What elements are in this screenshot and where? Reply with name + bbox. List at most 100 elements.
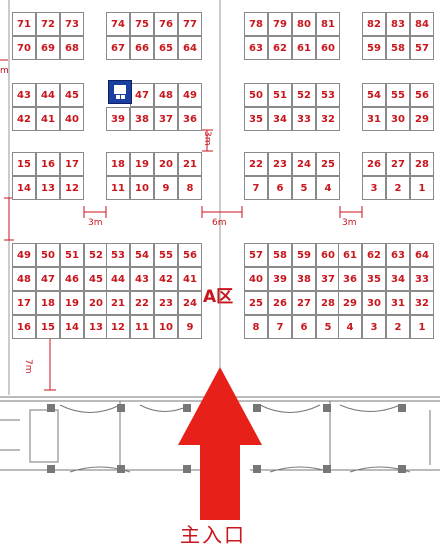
booth-78: 78 bbox=[244, 12, 268, 36]
booth-29: 29 bbox=[338, 291, 362, 315]
booth-15: 15 bbox=[36, 315, 60, 339]
booth-77: 77 bbox=[178, 12, 202, 36]
booth-26: 26 bbox=[362, 152, 386, 176]
booth-64: 64 bbox=[410, 243, 434, 267]
booth-35: 35 bbox=[362, 267, 386, 291]
dimension-vertical-3m bbox=[202, 129, 213, 152]
booth-62: 62 bbox=[268, 36, 292, 60]
booth-21: 21 bbox=[106, 291, 130, 315]
booth-7: 7 bbox=[244, 176, 268, 200]
booth-38: 38 bbox=[292, 267, 316, 291]
booth-62: 62 bbox=[362, 243, 386, 267]
booth-2: 2 bbox=[386, 315, 410, 339]
booth-5: 5 bbox=[292, 176, 316, 200]
entrance-arrow bbox=[178, 367, 262, 520]
booth-64: 64 bbox=[178, 36, 202, 60]
booth-52: 52 bbox=[292, 83, 316, 107]
booth-59: 59 bbox=[362, 36, 386, 60]
booth-2: 2 bbox=[386, 176, 410, 200]
booth-41: 41 bbox=[178, 267, 202, 291]
booth-63: 63 bbox=[386, 243, 410, 267]
dim-label-3m-right: 3m bbox=[342, 218, 357, 228]
booth-56: 56 bbox=[178, 243, 202, 267]
booth-31: 31 bbox=[362, 107, 386, 131]
booth-60: 60 bbox=[316, 36, 340, 60]
booth-28: 28 bbox=[316, 291, 340, 315]
booth-30: 30 bbox=[362, 291, 386, 315]
booth-20: 20 bbox=[84, 291, 108, 315]
booth-1: 1 bbox=[410, 176, 434, 200]
booth-45: 45 bbox=[60, 83, 84, 107]
booth-55: 55 bbox=[154, 243, 178, 267]
booth-42: 42 bbox=[12, 107, 36, 131]
booth-25: 25 bbox=[244, 291, 268, 315]
booth-22: 22 bbox=[244, 152, 268, 176]
booth-73: 73 bbox=[60, 12, 84, 36]
booth-8: 8 bbox=[178, 176, 202, 200]
booth-17: 17 bbox=[12, 291, 36, 315]
booth-30: 30 bbox=[386, 107, 410, 131]
booth-14: 14 bbox=[60, 315, 84, 339]
booth-66: 66 bbox=[130, 36, 154, 60]
booth-57: 57 bbox=[410, 36, 434, 60]
booth-16: 16 bbox=[36, 152, 60, 176]
booth-58: 58 bbox=[268, 243, 292, 267]
booth-22: 22 bbox=[130, 291, 154, 315]
booth-74: 74 bbox=[106, 12, 130, 36]
booth-19: 19 bbox=[130, 152, 154, 176]
booth-6: 6 bbox=[268, 176, 292, 200]
booth-26: 26 bbox=[268, 291, 292, 315]
dimension-vertical-7m bbox=[44, 337, 56, 391]
booth-58: 58 bbox=[386, 36, 410, 60]
booth-54: 54 bbox=[362, 83, 386, 107]
booth-5: 5 bbox=[316, 315, 340, 339]
booth-32: 32 bbox=[410, 291, 434, 315]
booth-33: 33 bbox=[292, 107, 316, 131]
booth-50: 50 bbox=[36, 243, 60, 267]
booth-24: 24 bbox=[178, 291, 202, 315]
dim-label-3m-left: 3m bbox=[88, 218, 103, 228]
booth-11: 11 bbox=[130, 315, 154, 339]
booth-61: 61 bbox=[292, 36, 316, 60]
booth-70: 70 bbox=[12, 36, 36, 60]
booth-46: 46 bbox=[60, 267, 84, 291]
booth-9: 9 bbox=[154, 176, 178, 200]
booth-52: 52 bbox=[84, 243, 108, 267]
booth-14: 14 bbox=[12, 176, 36, 200]
booth-39: 39 bbox=[106, 107, 130, 131]
booth-8: 8 bbox=[244, 315, 268, 339]
booth-4: 4 bbox=[338, 315, 362, 339]
booth-4: 4 bbox=[316, 176, 340, 200]
booth-18: 18 bbox=[36, 291, 60, 315]
booth-15: 15 bbox=[12, 152, 36, 176]
booth-17: 17 bbox=[60, 152, 84, 176]
booth-27: 27 bbox=[386, 152, 410, 176]
booth-51: 51 bbox=[268, 83, 292, 107]
booth-83: 83 bbox=[386, 12, 410, 36]
booth-80: 80 bbox=[292, 12, 316, 36]
booth-12: 12 bbox=[106, 315, 130, 339]
booth-16: 16 bbox=[12, 315, 36, 339]
booth-3: 3 bbox=[362, 176, 386, 200]
booth-49: 49 bbox=[178, 83, 202, 107]
booth-36: 36 bbox=[338, 267, 362, 291]
booth-72: 72 bbox=[36, 12, 60, 36]
booth-65: 65 bbox=[154, 36, 178, 60]
booth-7: 7 bbox=[268, 315, 292, 339]
booth-12: 12 bbox=[60, 176, 84, 200]
booth-53: 53 bbox=[316, 83, 340, 107]
dimension-horizontal-6m bbox=[201, 206, 243, 218]
booth-51: 51 bbox=[60, 243, 84, 267]
booth-6: 6 bbox=[292, 315, 316, 339]
structure-columns bbox=[47, 404, 406, 473]
booth-45: 45 bbox=[84, 267, 108, 291]
booth-31: 31 bbox=[386, 291, 410, 315]
booth-1: 1 bbox=[410, 315, 434, 339]
booth-71: 71 bbox=[12, 12, 36, 36]
booth-44: 44 bbox=[36, 83, 60, 107]
booth-20: 20 bbox=[154, 152, 178, 176]
booth-33: 33 bbox=[410, 267, 434, 291]
booth-10: 10 bbox=[130, 176, 154, 200]
booth-10: 10 bbox=[154, 315, 178, 339]
